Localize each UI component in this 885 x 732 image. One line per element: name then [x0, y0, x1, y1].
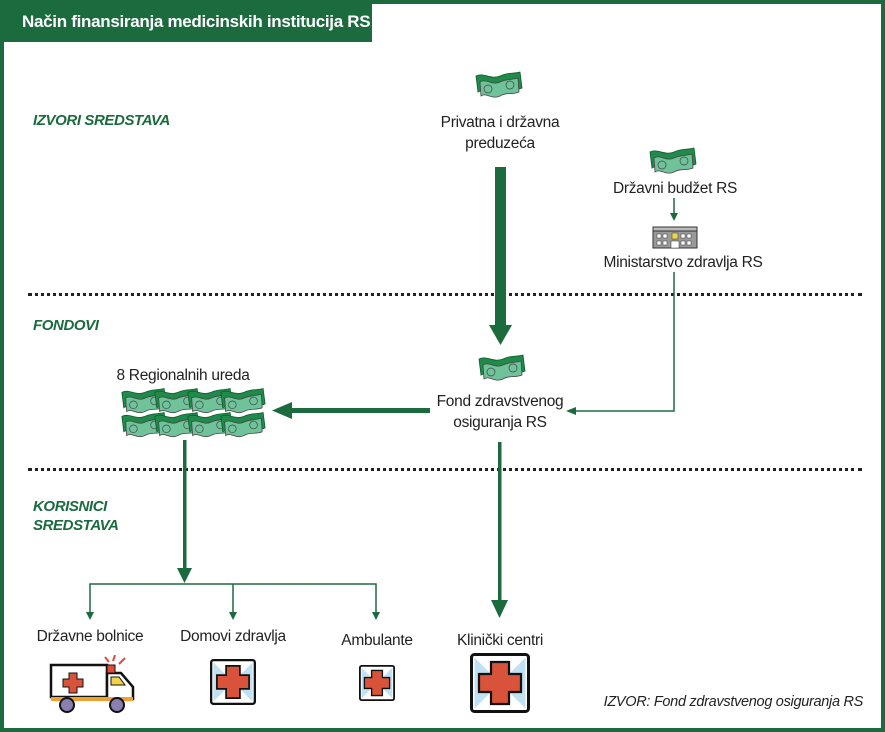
- section-label-funds: FONDOVI: [33, 317, 99, 334]
- section-label-sources: IZVORI SREDSTAVA: [33, 112, 170, 129]
- medical-cross-icon: [359, 665, 395, 701]
- money-icon: [478, 354, 526, 381]
- node-enterprises-line2: preduzeća: [465, 135, 535, 152]
- node-health-fund-line1: Fond zdravstvenog: [436, 393, 564, 410]
- node-state-budget: Državni budžet RS: [612, 180, 738, 197]
- money-icon: [649, 147, 697, 174]
- section-divider-1: [28, 293, 862, 296]
- money-icon: [220, 412, 266, 438]
- node-regional-offices: 8 Regionalnih ureda: [116, 367, 250, 384]
- node-ministry: Ministarstvo zdravlja RS: [603, 254, 763, 271]
- section-label-users-line2: SREDSTAVA: [33, 517, 119, 534]
- medical-cross-icon: [470, 653, 530, 713]
- branch-connector: [86, 583, 380, 620]
- arrow-ministry-to-fund: [566, 272, 675, 415]
- arrow-fund-to-regional: [272, 402, 430, 419]
- arrow-fund-to-clinical-centers: [491, 442, 508, 618]
- medical-cross-icon: [210, 659, 256, 705]
- node-enterprises-line1: Privatna i državna: [440, 114, 560, 131]
- node-health-fund-line2: osiguranja RS: [453, 414, 547, 431]
- money-stack-icon: [118, 386, 268, 440]
- section-label-users-line1: KORISNICI: [33, 498, 107, 515]
- arrow-budget-to-ministry: [670, 198, 678, 221]
- arrow-enterprises-to-fund: [489, 167, 512, 345]
- money-icon: [475, 71, 523, 98]
- section-divider-2: [28, 468, 862, 471]
- node-clinical-centers: Klinički centri: [457, 632, 543, 649]
- node-state-hospitals: Državne bolnice: [36, 628, 144, 645]
- frame-top-border: [372, 0, 885, 4]
- ambulance-icon: [49, 655, 135, 713]
- node-health-centers: Domovi zdravlja: [180, 628, 286, 645]
- building-icon: [652, 226, 698, 249]
- node-clinics: Ambulante: [341, 632, 413, 649]
- arrow-regional-to-users: [177, 440, 192, 583]
- source-note: IZVOR: Fond zdravstvenog osiguranja RS: [603, 694, 864, 710]
- diagram-title: Način finansiranja medicinskih instituci…: [0, 0, 372, 42]
